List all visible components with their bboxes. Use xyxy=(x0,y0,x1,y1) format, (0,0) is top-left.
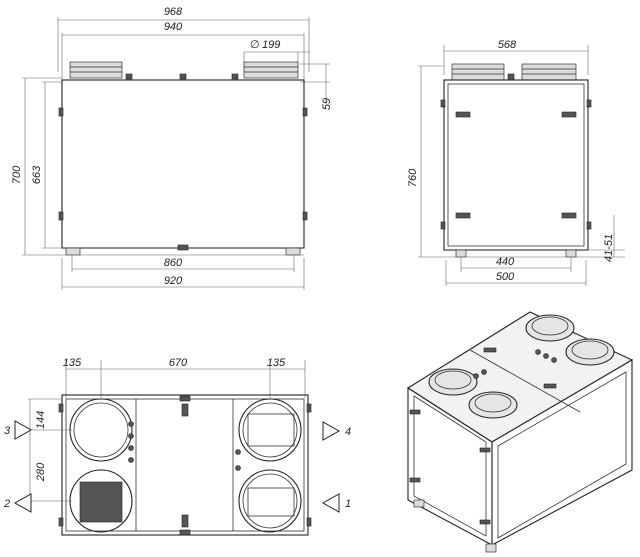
port-3 xyxy=(69,398,133,462)
label-port-1: 1 xyxy=(345,498,351,510)
front-view: 968 940 ∅ 199 59 xyxy=(11,6,333,290)
isometric-view xyxy=(406,311,634,553)
arrow-port-1 xyxy=(321,493,340,513)
iso-spigot-2 xyxy=(565,338,615,366)
side-view: 568 760 41-51 xyxy=(407,39,625,286)
dim-side-height: 760 xyxy=(407,168,419,187)
arrow-port-3 xyxy=(14,420,33,440)
label-port-2: 2 xyxy=(3,498,10,510)
dim-base-width: 920 xyxy=(164,275,183,287)
dim-side-base-width: 500 xyxy=(496,271,515,283)
iso-right-face xyxy=(491,359,633,546)
spigot-right xyxy=(243,61,299,79)
diameter-symbol: ∅ xyxy=(250,38,260,51)
label-port-3: 3 xyxy=(4,425,11,437)
dim-left-offset: 135 xyxy=(63,357,82,369)
iso-spigot-3 xyxy=(428,368,478,396)
dim-duct-height: 59 xyxy=(321,98,333,110)
front-body xyxy=(61,79,305,249)
arrow-port-4 xyxy=(322,421,341,441)
bottom-view: 135 670 135 xyxy=(3,357,351,536)
dim-port-spacing: 280 xyxy=(35,462,47,482)
port-1 xyxy=(238,469,302,533)
dim-right-offset: 135 xyxy=(267,357,286,369)
dim-foot-height: 41-51 xyxy=(603,234,615,262)
dim-body-height: 663 xyxy=(31,165,43,184)
dim-duct-diameter: 199 xyxy=(262,39,280,51)
filter-grille xyxy=(79,481,123,523)
dim-body-width: 940 xyxy=(164,21,183,33)
iso-spigot-4 xyxy=(468,391,518,419)
label-port-4: 4 xyxy=(345,426,351,438)
dim-side-feet-span: 440 xyxy=(496,256,515,268)
side-body xyxy=(443,79,589,251)
port-4 xyxy=(238,398,302,462)
iso-spigot-1 xyxy=(525,314,575,342)
dim-middle-span: 670 xyxy=(169,357,188,369)
spigot-left xyxy=(69,61,123,79)
dim-overall-height: 700 xyxy=(11,165,23,184)
dim-feet-span: 860 xyxy=(164,257,183,269)
dim-side-width: 568 xyxy=(498,39,517,51)
arrow-port-2 xyxy=(13,493,32,513)
dim-overall-width: 968 xyxy=(164,6,183,18)
dim-top-offset: 144 xyxy=(35,411,47,429)
